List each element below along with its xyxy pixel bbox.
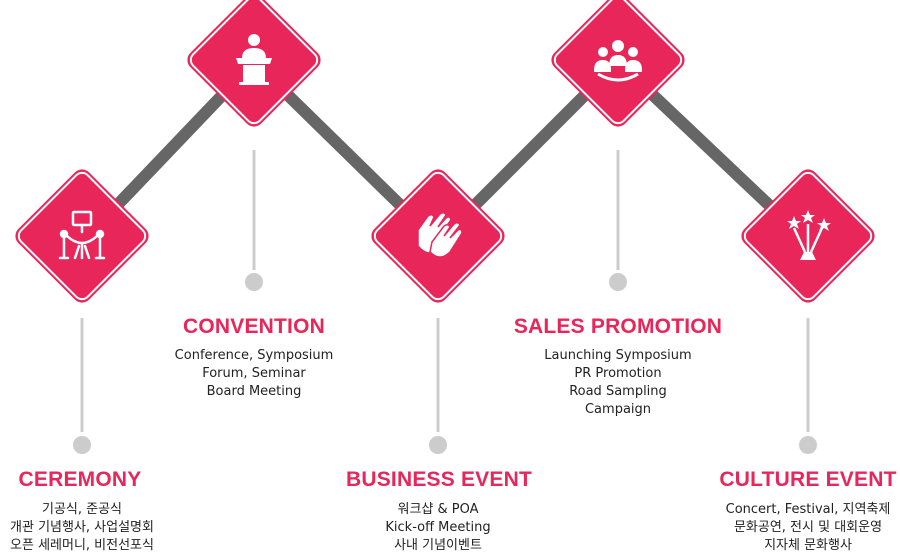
- diamond-business: [371, 169, 505, 303]
- convention-description: Conference, Symposium Forum, Seminar Boa…: [94, 347, 414, 401]
- business-title: BUSINESS EVENT: [345, 468, 532, 491]
- convention-line: Conference, Symposium: [174, 348, 334, 363]
- culture-line: 문화공연, 전시 및 대회운영: [733, 520, 883, 535]
- sales-description: Launching Symposium PR Promotion Road Sa…: [458, 347, 778, 419]
- clapping-hands-icon: [417, 211, 463, 258]
- sales-line: PR Promotion: [574, 366, 662, 381]
- sales-line: Road Sampling: [569, 384, 667, 399]
- speaker-podium-icon: [236, 34, 272, 85]
- convention-line: Forum, Seminar: [202, 366, 306, 381]
- diamond-sales: [551, 0, 685, 127]
- dot-culture: [799, 436, 817, 454]
- podium-stanchion-icon: [58, 210, 106, 260]
- fireworks-icon: [787, 210, 831, 260]
- group-people-icon: [594, 40, 642, 82]
- culture-line: Concert, Festival, 지역축제: [725, 502, 891, 517]
- dot-sales: [609, 273, 627, 291]
- culture-line: 지자체 문화행사: [764, 538, 852, 553]
- sales-line: Launching Symposium: [544, 348, 692, 363]
- business-line: 워크샵 & POA: [397, 502, 479, 517]
- sales-line: Campaign: [584, 402, 652, 417]
- stems: [80, 150, 810, 432]
- dot-convention: [245, 273, 263, 291]
- diamond-convention: [187, 0, 321, 127]
- ceremony-line: 오픈 세레머니, 비전선포식: [10, 538, 154, 553]
- ceremony-description: 기공식, 준공식 개관 기념행사, 사업설명회 오픈 세레머니, 비전선포식: [0, 501, 242, 555]
- convention-title: CONVENTION: [182, 315, 325, 338]
- dot-ceremony: [73, 436, 91, 454]
- convention-line: Board Meeting: [206, 384, 302, 399]
- ceremony-line: 기공식, 준공식: [41, 502, 123, 517]
- business-description: 워크샵 & POA Kick-off Meeting 사내 기념이벤트: [278, 501, 598, 555]
- business-line: Kick-off Meeting: [385, 520, 491, 535]
- culture-title: CULTURE EVENT: [719, 468, 897, 491]
- ceremony-title: CEREMONY: [18, 468, 142, 491]
- dot-business: [429, 436, 447, 454]
- dots: [73, 273, 817, 454]
- ceremony-line: 개관 기념행사, 사업설명회: [10, 520, 154, 535]
- diamond-ceremony: [15, 169, 149, 303]
- business-line: 사내 기념이벤트: [394, 538, 482, 553]
- culture-description: Concert, Festival, 지역축제 문화공연, 전시 및 대회운영 …: [648, 501, 900, 555]
- diamond-culture: [741, 169, 875, 303]
- sales-title: SALES PROMOTION: [513, 315, 723, 338]
